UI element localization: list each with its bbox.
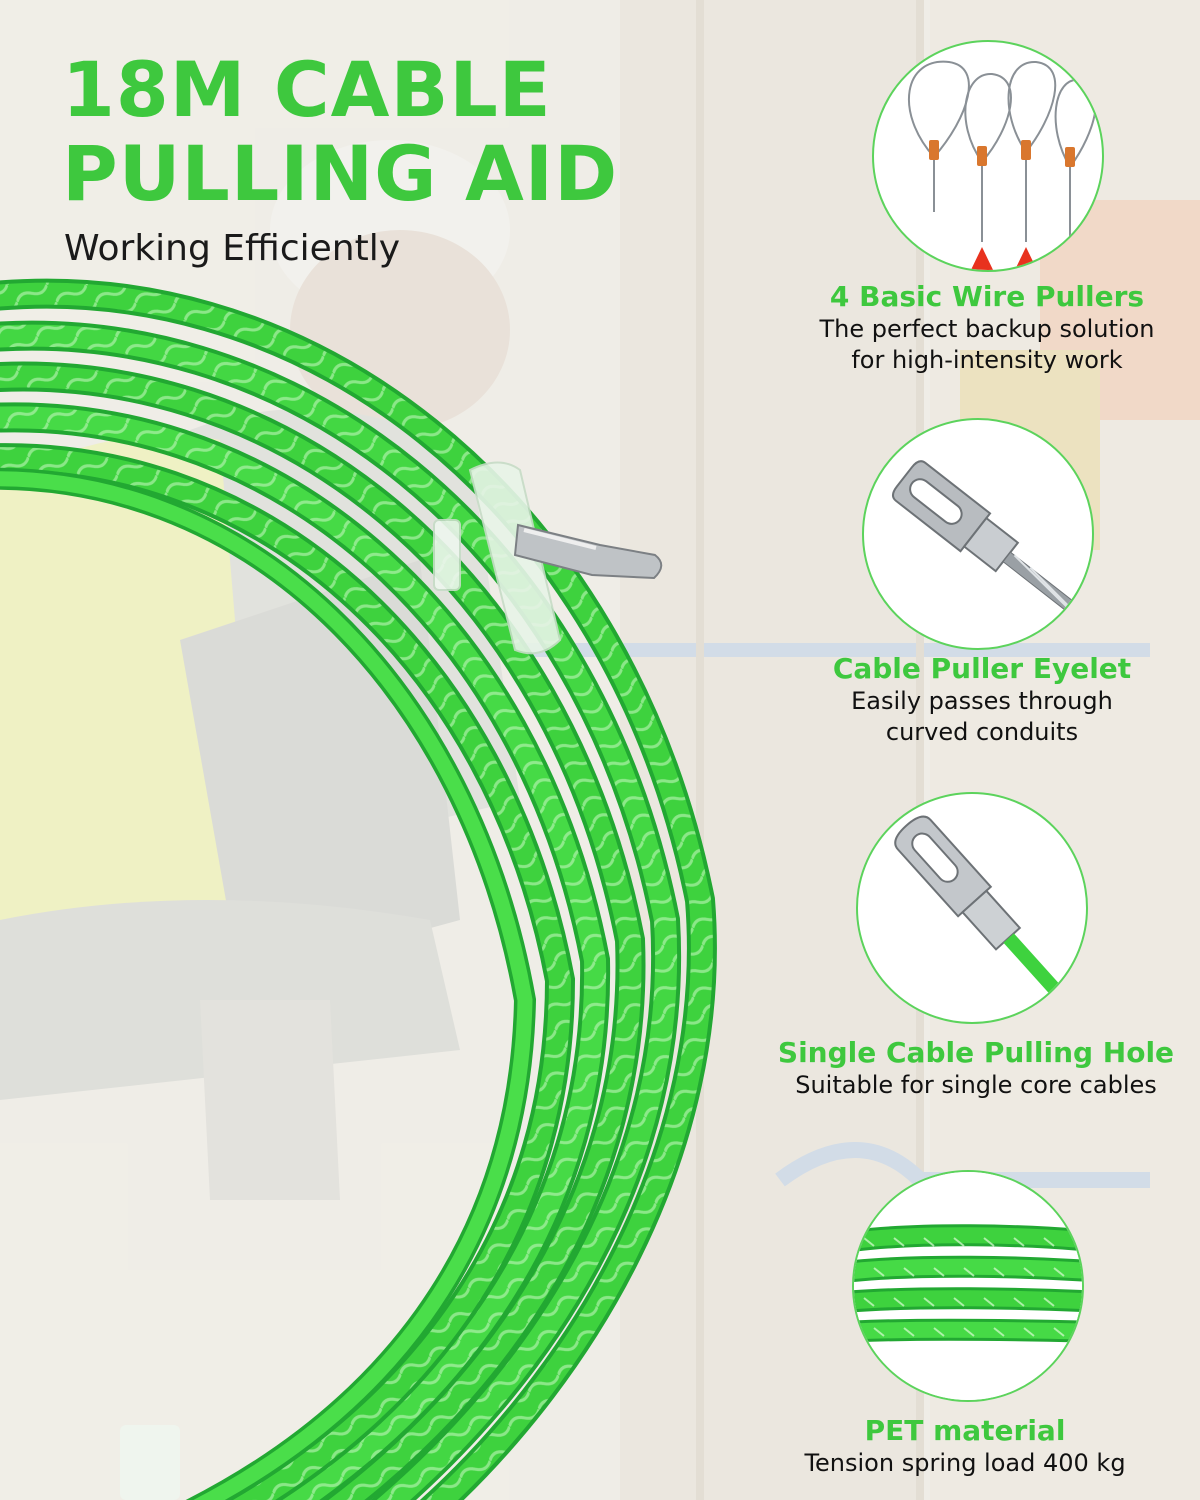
feature-desc-line: curved conduits — [885, 718, 1079, 746]
feature-desc-line: Easily passes through — [851, 687, 1113, 715]
subtitle: Working Efficiently — [64, 228, 401, 269]
headline-line-1: 18M CABLE — [62, 45, 552, 134]
cable-tie — [433, 461, 562, 655]
feature-desc-line: Suitable for single core cables — [795, 1071, 1157, 1099]
headline-line-2: PULLING AID — [62, 129, 619, 218]
feature-title: Cable Puller Eyelet — [832, 652, 1132, 685]
feature-desc-line: for high-intensity work — [851, 346, 1123, 374]
feature-title: Single Cable Pulling Hole — [777, 1036, 1175, 1069]
feature-desc-line: The perfect backup solution — [819, 315, 1155, 343]
feature-pulling-hole: Single Cable Pulling Hole Suitable for s… — [761, 1036, 1191, 1101]
cable-coil — [0, 278, 717, 1500]
wire-pullers-icon — [872, 40, 1104, 272]
feature-wire-pullers: 4 Basic Wire Pullers The perfect backup … — [772, 280, 1200, 376]
feature-title: PET material — [864, 1414, 1066, 1447]
pet-material-icon — [852, 1170, 1084, 1402]
metal-tip — [513, 523, 663, 580]
feature-title: 4 Basic Wire Pullers — [829, 280, 1145, 313]
headline: 18M CABLE PULLING AID — [62, 48, 618, 216]
pulling-hole-icon — [856, 792, 1088, 1024]
feature-eyelet: Cable Puller Eyelet Easily passes throug… — [767, 652, 1197, 748]
feature-desc-line: Tension spring load 400 kg — [804, 1449, 1126, 1477]
feature-pet-material: PET material Tension spring load 400 kg — [750, 1414, 1180, 1479]
puller-eyelet-icon — [862, 418, 1094, 650]
